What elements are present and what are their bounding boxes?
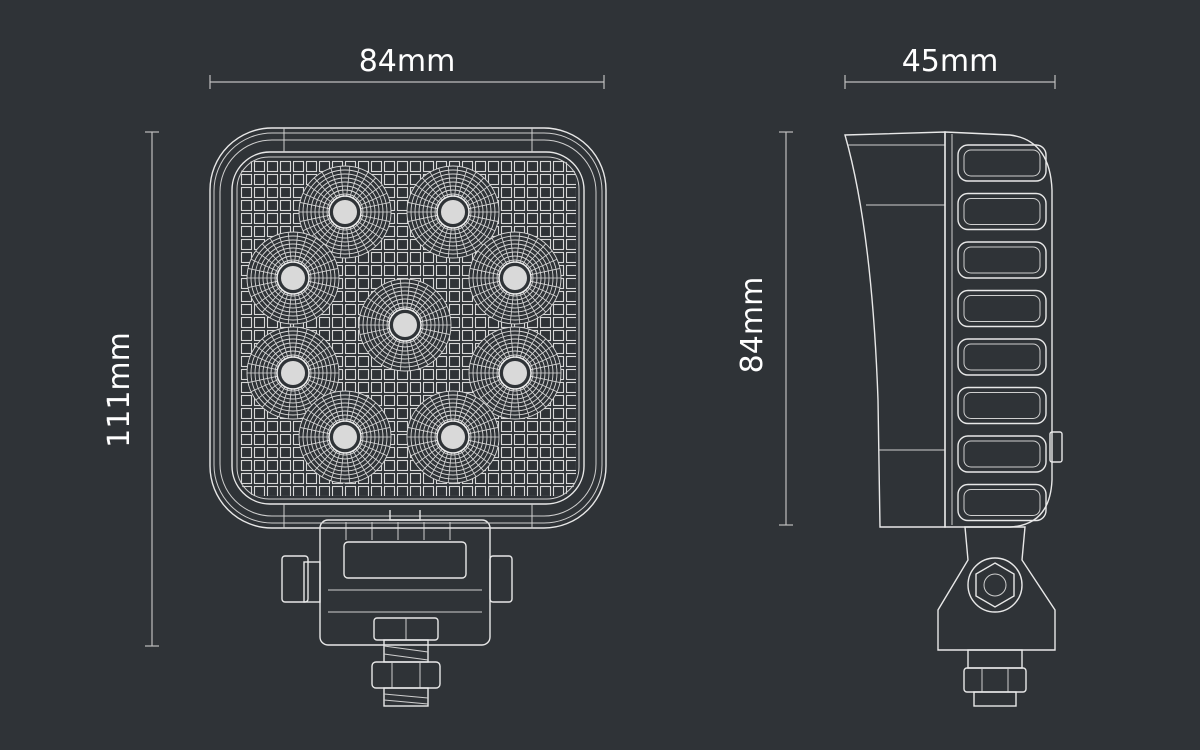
heatsink-fin [957, 483, 1047, 522]
heatsink-fin [957, 435, 1047, 473]
front-bolt [371, 617, 441, 707]
heatsink-fin-inner [963, 295, 1041, 322]
led-reflector [246, 231, 340, 325]
front-view [209, 127, 607, 707]
led-chip [393, 313, 417, 337]
side-bracket [937, 526, 1056, 651]
side-housing [844, 131, 1063, 528]
front-housing [209, 127, 607, 529]
led-array [246, 165, 562, 484]
heatsink-fin-inner [963, 149, 1041, 177]
side-depth-label: 45mm [902, 44, 999, 79]
led-reflector [406, 165, 500, 259]
led-reflector [468, 326, 562, 420]
front-width-dimension: 84mm [209, 44, 605, 89]
heatsink-fin [957, 386, 1047, 425]
front-height-dimension: 111mm [102, 131, 159, 647]
led-reflector [406, 390, 500, 484]
led-chip [441, 425, 465, 449]
led-chip [333, 425, 357, 449]
led-reflector [358, 278, 452, 372]
led-chip [441, 200, 465, 224]
led-chip [503, 266, 527, 290]
front-width-label: 84mm [359, 44, 456, 79]
heatsink-fins [957, 144, 1047, 522]
heatsink-fin-inner [963, 246, 1041, 274]
led-chip [281, 266, 305, 290]
heatsink-fin-inner [963, 489, 1041, 516]
heatsink-fin [957, 289, 1047, 328]
heatsink-fin-inner [963, 198, 1041, 225]
led-chip [281, 361, 305, 385]
heatsink-fin [957, 241, 1047, 279]
side-height-label: 84mm [735, 277, 770, 374]
side-bolt [963, 649, 1027, 707]
led-chip [503, 361, 527, 385]
led-reflector [246, 326, 340, 420]
front-bracket [281, 519, 513, 646]
front-height-label: 111mm [102, 332, 137, 448]
side-height-dimension: 84mm [735, 131, 793, 526]
side-depth-dimension: 45mm [844, 44, 1056, 89]
heatsink-fin-inner [963, 440, 1041, 468]
heatsink-fin-inner [963, 343, 1041, 371]
led-reflector [298, 390, 392, 484]
heatsink-fin [957, 144, 1047, 182]
led-reflector [298, 165, 392, 259]
side-view [844, 131, 1063, 707]
heatsink-fin [957, 338, 1047, 376]
led-chip [333, 200, 357, 224]
heatsink-fin [957, 192, 1047, 231]
heatsink-fin-inner [963, 392, 1041, 419]
led-reflector [468, 231, 562, 325]
